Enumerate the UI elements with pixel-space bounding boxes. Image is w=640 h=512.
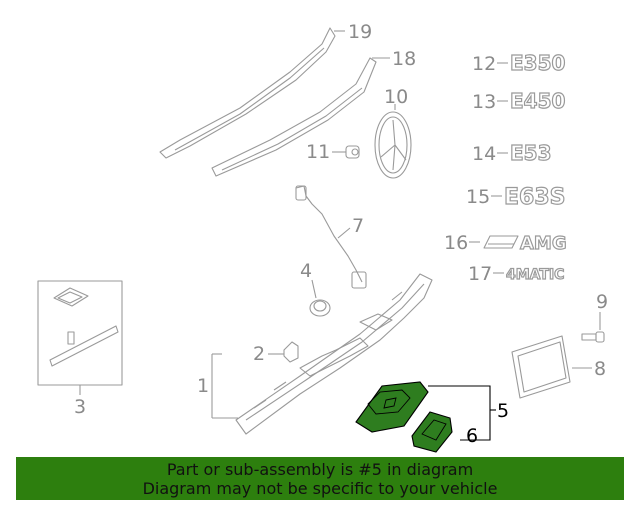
part-17-badge[interactable]: 17 4MATIC bbox=[468, 263, 565, 285]
part-12-badge[interactable]: 12 E350 bbox=[472, 50, 566, 75]
callout-10: 10 bbox=[384, 86, 408, 108]
part-3-kit[interactable]: 3 bbox=[37, 280, 123, 418]
callout-13: 13 bbox=[472, 91, 496, 113]
part-19-spoiler-lip[interactable]: 19 bbox=[159, 21, 372, 159]
callout-3: 3 bbox=[74, 396, 86, 418]
callout-5: 5 bbox=[497, 400, 509, 422]
part-9-screw[interactable]: 9 bbox=[581, 291, 608, 343]
callout-12: 12 bbox=[472, 53, 496, 75]
part-15-badge[interactable]: 15 E63S bbox=[466, 184, 566, 210]
part-5-trunk-switch[interactable]: 5 bbox=[355, 381, 509, 441]
callout-7: 7 bbox=[352, 215, 364, 237]
callout-9: 9 bbox=[596, 291, 608, 313]
part-18-trim-strip[interactable]: 18 bbox=[211, 48, 416, 177]
part-2-push-pin[interactable]: 2 bbox=[253, 341, 299, 365]
callout-1: 1 bbox=[197, 375, 209, 397]
badge-13-text: E450 bbox=[510, 89, 565, 113]
callout-15: 15 bbox=[466, 186, 490, 208]
part-16-badge[interactable]: 16 AMG bbox=[444, 232, 567, 255]
part-8-lens[interactable]: 8 bbox=[511, 335, 606, 399]
badge-14-text: E53 bbox=[510, 141, 552, 165]
part-13-badge[interactable]: 13 E450 bbox=[472, 88, 566, 113]
callout-19: 19 bbox=[348, 21, 372, 43]
callout-17: 17 bbox=[468, 263, 492, 285]
callout-8: 8 bbox=[594, 358, 606, 380]
callout-11: 11 bbox=[306, 141, 330, 163]
callout-16: 16 bbox=[444, 232, 468, 254]
banner-line-2: Diagram may not be specific to your vehi… bbox=[142, 479, 498, 498]
info-banner: Part or sub-assembly is #5 in diagram Di… bbox=[16, 457, 624, 500]
callout-14: 14 bbox=[472, 143, 496, 165]
badge-16-text: AMG bbox=[520, 233, 567, 254]
parts-diagram: 19 18 10 11 7 4 bbox=[37, 21, 608, 453]
part-6-switch-connector[interactable]: 6 bbox=[411, 411, 478, 453]
part-7-wiring-harness[interactable]: 7 bbox=[295, 185, 367, 289]
part-11-clip[interactable]: 11 bbox=[306, 141, 360, 163]
banner-line-1: Part or sub-assembly is #5 in diagram bbox=[166, 460, 474, 479]
callout-6: 6 bbox=[466, 425, 478, 447]
part-4-grommet[interactable]: 4 bbox=[300, 260, 331, 317]
callout-4: 4 bbox=[300, 260, 312, 282]
part-1-carrier[interactable]: 1 bbox=[197, 273, 433, 435]
badge-17-text: 4MATIC bbox=[506, 267, 564, 283]
badge-12-text: E350 bbox=[510, 51, 565, 75]
part-14-badge[interactable]: 14 E53 bbox=[472, 140, 552, 165]
callout-2: 2 bbox=[253, 343, 265, 365]
callout-18: 18 bbox=[392, 48, 416, 70]
part-10-star-emblem[interactable]: 10 bbox=[374, 86, 412, 179]
badge-15-text: E63S bbox=[504, 185, 566, 210]
